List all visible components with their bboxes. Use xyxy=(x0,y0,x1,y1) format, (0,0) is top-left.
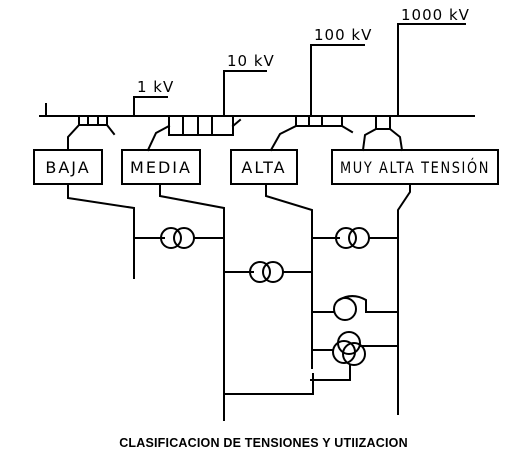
transformer-media-alta xyxy=(223,261,313,283)
tick-1kv xyxy=(133,96,168,117)
three-winding-transformer xyxy=(310,331,399,381)
drop-muy-alta xyxy=(397,183,411,415)
tick-10kv xyxy=(223,70,267,117)
range-bracket-media xyxy=(146,115,242,152)
box-alta xyxy=(230,149,298,185)
interconnection-bus xyxy=(223,373,314,395)
tick-1000kv xyxy=(397,23,466,117)
label-1000kv: 1000 kV xyxy=(401,6,470,24)
label-100kv: 100 kV xyxy=(314,26,372,44)
box-muy-alta xyxy=(331,149,499,185)
label-10kv: 10 kV xyxy=(227,52,275,70)
range-bracket-baja xyxy=(67,115,116,151)
label-muy-alta: MUY ALTA TENSIÓN xyxy=(340,158,490,177)
label-1kv: 1 kV xyxy=(137,78,174,96)
tick-100kv xyxy=(310,44,365,117)
transformer-baja-media xyxy=(133,227,225,249)
autotransformer-alta-muyalta xyxy=(311,295,399,321)
drop-alta xyxy=(265,183,313,369)
range-bracket-muy-alta xyxy=(361,115,404,152)
label-alta: ALTA xyxy=(241,158,286,177)
range-bracket-alta xyxy=(269,115,354,152)
label-baja: BAJA xyxy=(45,158,90,177)
drop-baja xyxy=(67,183,135,279)
diagram-caption: CLASIFICACION DE TENSIONES Y UTIIZACION xyxy=(119,436,408,450)
label-media: MEDIA xyxy=(130,158,192,177)
transformer-alta-muyalta xyxy=(311,227,399,249)
drop-media xyxy=(159,183,225,421)
